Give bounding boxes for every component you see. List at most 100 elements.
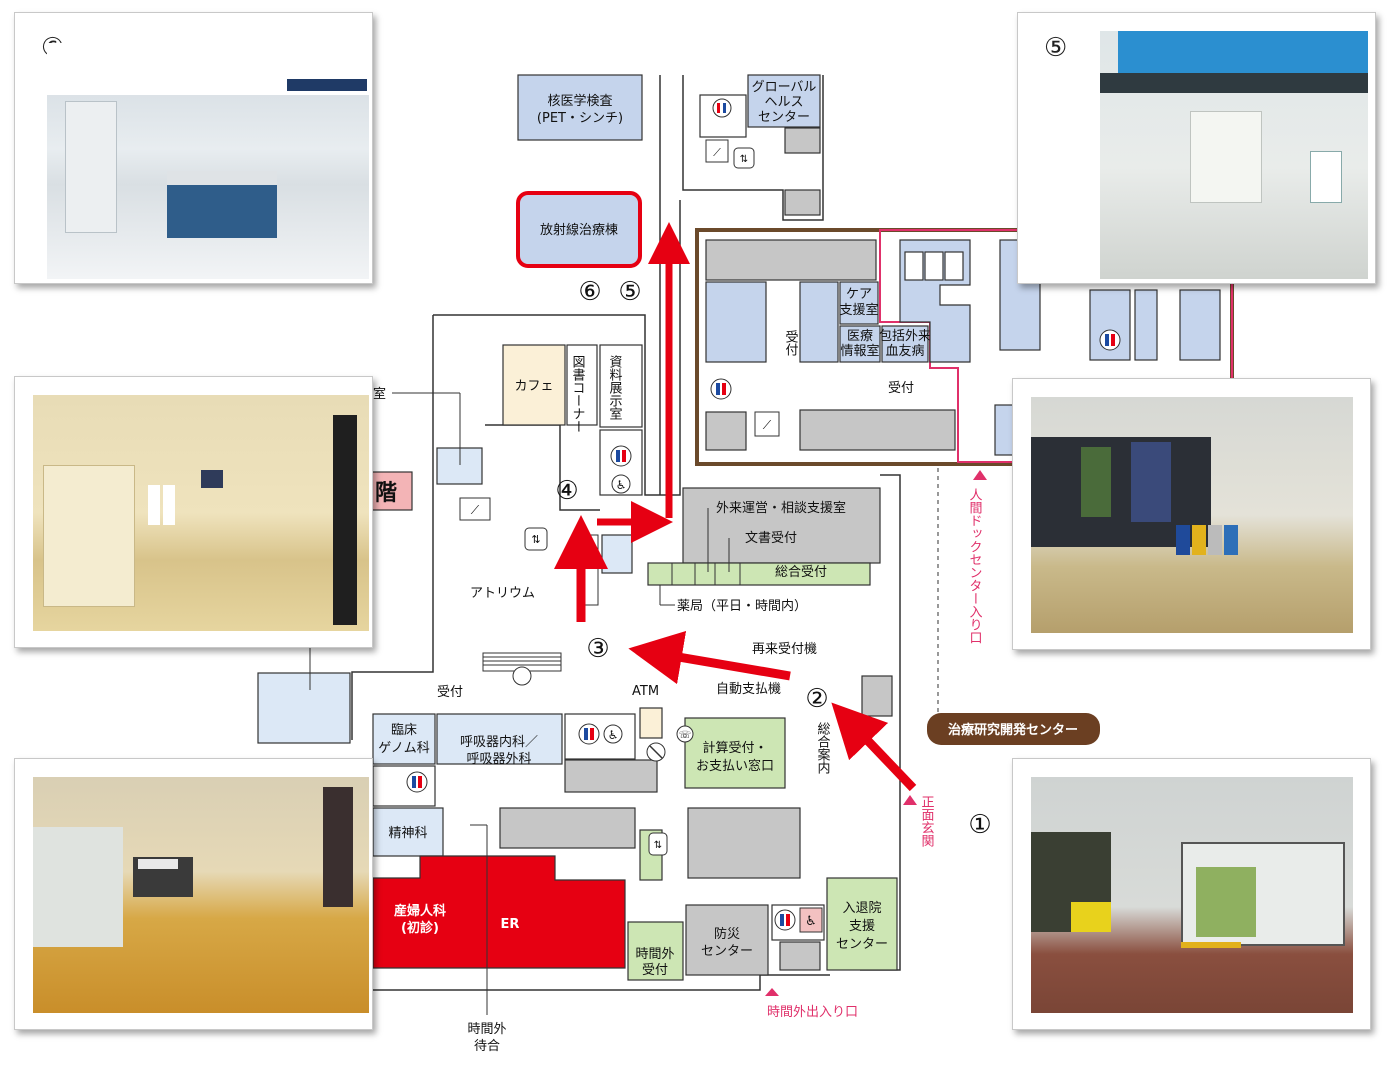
room-r-cell-1: [904, 251, 924, 281]
restroom-icon: [578, 723, 600, 745]
room-global-label-2: ヘルス: [764, 95, 803, 110]
room-global-health: グローバル ヘルス センター: [747, 74, 821, 128]
info-desk-label: 総合案内: [815, 722, 831, 775]
afterhours-rec-label-2: 受付: [642, 963, 668, 978]
afterhours-wait-label-2: 待合: [474, 1039, 500, 1054]
room-care-label-1: ケア: [846, 287, 872, 302]
photo-4-image: [33, 395, 369, 631]
obgyn-label-1: 産婦人科: [394, 903, 446, 919]
room-er: 産婦人科 (初診) ER: [372, 855, 626, 969]
room-disaster-center: 防災 センター: [685, 904, 769, 976]
room-genome: 臨床 ゲノム科: [372, 713, 436, 765]
room-afterhours-reception: 時間外 受付: [627, 921, 684, 981]
route-arrows: [554, 222, 917, 792]
photo-card-6: ⑥: [14, 12, 373, 284]
revisit-machine-label: 再来受付機: [752, 642, 817, 657]
pharmacy-label: 薬局（平日・時間内）: [677, 598, 807, 614]
room-admission-center: 入退院 支援 センター: [826, 877, 898, 971]
wheelchair-icon: ♿: [603, 724, 623, 744]
restroom-icon: [712, 98, 732, 118]
room-radiation-label: 放射線治療棟: [540, 222, 618, 238]
restroom-icon: [710, 378, 732, 400]
wheelchair-icon: ♿: [799, 907, 823, 933]
billing-label-2: お支払い窓口: [696, 758, 774, 774]
room-global-label-1: グローバル: [752, 80, 817, 95]
room-global-label-3: センター: [758, 110, 810, 125]
phone-icon: ☏: [676, 725, 694, 743]
disaster-label-2: センター: [701, 944, 753, 959]
room-lower-restroom: [564, 713, 636, 760]
escalator-icon: ⟋: [459, 497, 491, 521]
route-marker-2: ②: [805, 684, 828, 714]
obgyn-label-2: (初診): [401, 920, 439, 936]
route-marker-1: ①: [968, 810, 991, 840]
room-medinfo-label-2: 情報室: [840, 343, 879, 359]
route-marker-5: ⑤: [618, 277, 641, 307]
resp-label-2: 呼吸器外科: [466, 752, 531, 767]
svg-text:☏: ☏: [679, 730, 692, 741]
room-top-gray-2: [784, 189, 821, 216]
admission-label-1: 入退院: [842, 901, 881, 916]
room-r-gray-left: [705, 411, 747, 451]
photo-5-image: [1100, 31, 1368, 279]
general-reception-label: 総合受付: [775, 565, 827, 580]
wheelchair-icon: ♿: [611, 474, 631, 494]
resp-label-1: 呼吸器内科／: [460, 734, 538, 750]
photo-1-image: [1031, 777, 1353, 1013]
floor-badge: [371, 471, 413, 511]
room-atm: [639, 707, 663, 739]
room-lower-left-blue: [257, 672, 351, 744]
route-marker-4: ④: [555, 476, 578, 506]
elevator-icon: ⇅: [733, 147, 755, 169]
stairs-icon: [482, 652, 562, 686]
photo-card-5: ⑤: [1017, 12, 1376, 284]
room-r-blue-2: [799, 281, 839, 363]
room-lower-gray-3: [687, 807, 801, 879]
atm-label: ATM: [632, 684, 659, 699]
no-smoking-icon: [646, 742, 666, 762]
room-partial-label: 室: [373, 386, 386, 402]
billing-label-1: 計算受付・: [702, 740, 767, 756]
room-atrium-blue: [601, 534, 633, 574]
room-outpatient-block: [682, 487, 881, 564]
restroom-icon: [774, 909, 796, 931]
escalator-icon: ⟋: [754, 411, 780, 437]
atrium-label: アトリウム: [470, 586, 535, 601]
photo-6-image: [47, 43, 369, 279]
admission-label-2: 支援: [849, 919, 875, 934]
route-marker-3: ③: [586, 634, 609, 664]
room-far-right-3: [1179, 289, 1221, 361]
room-care-label-2: 支援室: [839, 302, 878, 318]
room-right-gray: [861, 675, 893, 717]
photo-card-1: ①: [1012, 758, 1371, 1030]
research-center-label: 治療研究開発センター: [948, 722, 1078, 738]
svg-text:⟋: ⟋: [763, 418, 772, 432]
route-marker-6: ⑥: [578, 277, 601, 307]
room-general-reception-counter: [647, 562, 871, 586]
svg-text:♿: ♿: [616, 478, 627, 492]
autopay-label: 自動支払機: [716, 682, 781, 697]
room-library-label: 図書コーナー: [570, 355, 586, 433]
svg-text:⇅: ⇅: [740, 154, 748, 165]
room-comprehensive: 包括外来 血友病: [879, 325, 931, 363]
svg-text:⟋: ⟋: [713, 146, 721, 159]
room-far-right-2: [1134, 289, 1158, 361]
corridor-outline: [351, 75, 901, 991]
er-label: ER: [501, 917, 520, 932]
psych-label: 精神科: [388, 826, 427, 841]
room-archive: 資料展示室: [599, 344, 643, 428]
room-lower-gray-1: [564, 759, 658, 793]
research-center-badge: 治療研究開発センター: [927, 713, 1100, 745]
photo-3-image: [33, 777, 369, 1013]
restroom-icon: [406, 771, 428, 793]
room-cafe: カフェ: [502, 344, 566, 426]
reception-vertical-label: 受付: [783, 330, 799, 356]
afterhours-entrance-label: 時間外出入り口: [767, 1005, 858, 1020]
restroom-icon: [610, 445, 632, 467]
room-respiratory: 呼吸器内科／ 呼吸器外科: [436, 713, 563, 767]
main-entrance-label: 正面玄関: [919, 795, 935, 848]
afterhours-entrance-marker: [765, 988, 779, 996]
photo-2-image: [1031, 397, 1353, 633]
admission-label-3: センター: [836, 937, 888, 952]
